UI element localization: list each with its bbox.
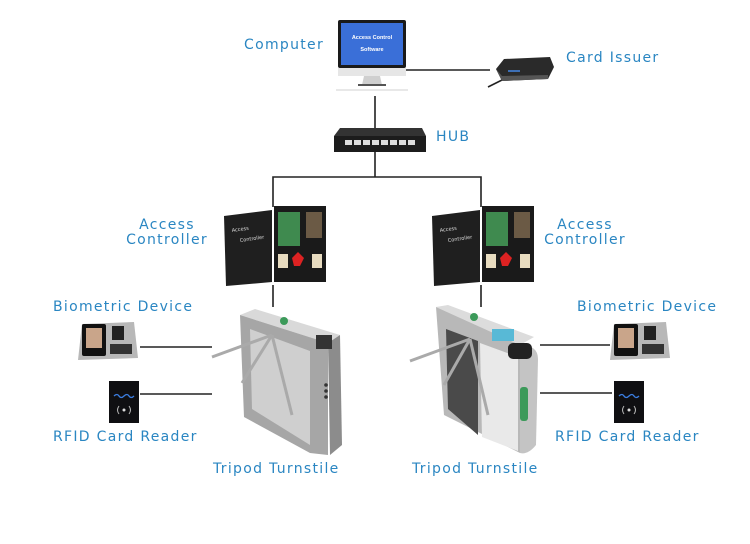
right-rfid-label: RFID Card Reader: [555, 429, 700, 445]
left-controller-label: Access Controller: [126, 218, 208, 248]
card-issuer-label: Card Issuer: [566, 50, 660, 66]
screen-text-line1: Access Control: [352, 35, 393, 41]
network-hub-icon: [334, 128, 426, 152]
computer-icon: Access Control Software: [336, 20, 408, 91]
wire-hub-controllers: [272, 176, 482, 207]
left-rfid-label: RFID Card Reader: [53, 429, 198, 445]
right-controller-label: Access Controller: [544, 218, 626, 248]
right-biometric-device-icon: [610, 322, 670, 360]
screen-text-line2: Software: [360, 47, 383, 53]
left-access-controller-icon: Access Controller: [224, 206, 326, 286]
right-tripod-turnstile-icon: [409, 305, 538, 454]
right-turnstile-label: Tripod Turnstile: [412, 461, 539, 477]
hub-label: HUB: [436, 129, 471, 145]
door-text-line2: Controller: [447, 234, 473, 243]
left-rfid-reader-icon: [109, 381, 139, 423]
right-controller-label-line1: Access: [557, 217, 613, 233]
left-controller-label-line1: Access: [139, 217, 195, 233]
computer-label: Computer: [244, 37, 324, 53]
card-issuer-icon: [487, 57, 554, 88]
left-tripod-turnstile-icon: [211, 309, 342, 455]
left-controller-label-line2: Controller: [126, 232, 208, 248]
door-text-line1: Access: [231, 226, 249, 234]
right-access-controller-icon: Access Controller: [432, 206, 534, 286]
left-biometric-label: Biometric Device: [53, 299, 194, 315]
right-controller-label-line2: Controller: [544, 232, 626, 248]
door-text-line2: Controller: [239, 234, 265, 243]
door-text-line1: Access: [439, 226, 457, 234]
right-biometric-label: Biometric Device: [577, 299, 718, 315]
left-turnstile-label: Tripod Turnstile: [213, 461, 340, 477]
left-biometric-device-icon: [78, 322, 138, 360]
right-rfid-reader-icon: [614, 381, 644, 423]
